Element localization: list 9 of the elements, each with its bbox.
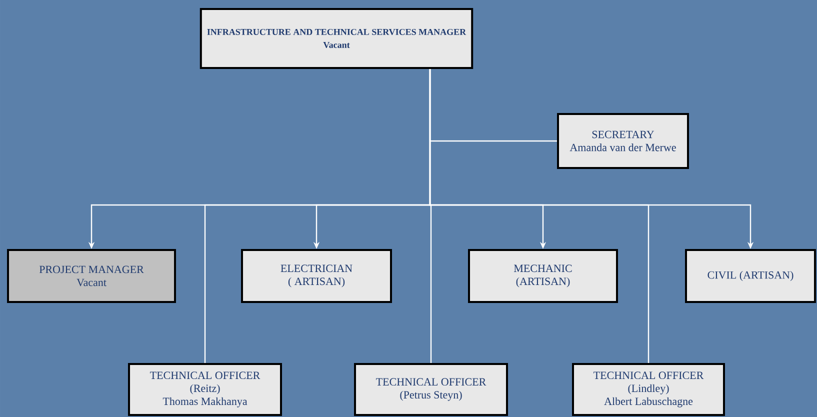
position-box: TECHNICAL OFFICER (Lindley) Albert Labuschagne <box>572 363 725 416</box>
position-box: TECHNICAL OFFICER (Reitz) Thomas Makhanya <box>128 363 282 416</box>
position-box: SECRETARY Amanda van der Merwe <box>557 113 689 169</box>
vacant-position-box: PROJECT MANAGER Vacant <box>7 249 176 303</box>
position-box: TECHNICAL OFFICER (Petrus Steyn) <box>354 363 508 416</box>
manager-box: INFRASTRUCTURE AND TECHNICAL SERVICES MANAGER Vacant <box>200 8 474 69</box>
position-box: MECHANIC (ARTISAN) <box>468 249 618 303</box>
position-box: ELECTRICIAN ( ARTISAN) <box>241 249 392 303</box>
position-box: CIVIL (ARTISAN) <box>685 249 816 303</box>
